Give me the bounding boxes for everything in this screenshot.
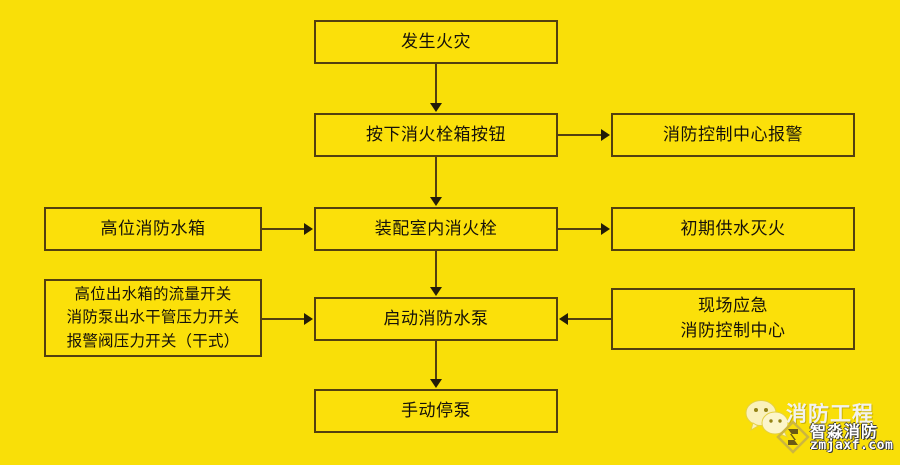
connector-start-pump-to-manual-stop <box>435 341 437 380</box>
node-start-fire-pump[interactable]: 启动消防水泵 <box>314 297 558 341</box>
connector-indoor-hydrant-to-initial-water <box>558 228 604 230</box>
connector-press-button-to-indoor-hydrant <box>435 157 437 198</box>
watermark-url: zmjaxf.com <box>810 438 894 453</box>
node-onsite-emergency-fire-control-center[interactable]: 现场应急 消防控制中心 <box>611 288 855 350</box>
connector-high-tank-to-indoor-hydrant <box>262 228 307 230</box>
node-label: 手动停泵 <box>401 400 471 421</box>
arrowhead-right-icon <box>601 223 610 235</box>
node-label: 发生火灾 <box>401 31 471 52</box>
node-high-level-fire-water-tank[interactable]: 高位消防水箱 <box>44 207 262 251</box>
connector-switches-to-start-pump <box>262 318 307 320</box>
node-press-hydrant-box-button[interactable]: 按下消火栓箱按钮 <box>314 113 558 157</box>
node-label: 初期供水灭火 <box>680 218 786 239</box>
node-label: 高位消防水箱 <box>100 218 206 239</box>
wechat-icon <box>745 400 789 438</box>
node-label: 启动消防水泵 <box>383 308 489 329</box>
arrowhead-right-icon <box>304 313 313 325</box>
node-fire-control-center-alarm[interactable]: 消防控制中心报警 <box>611 113 855 157</box>
node-manual-stop-pump[interactable]: 手动停泵 <box>314 389 558 433</box>
node-install-indoor-hydrant[interactable]: 装配室内消火栓 <box>314 207 558 251</box>
node-label: 现场应急 消防控制中心 <box>680 296 786 341</box>
arrowhead-right-icon <box>601 129 610 141</box>
node-label: 装配室内消火栓 <box>374 218 498 239</box>
arrowhead-down-icon <box>430 197 442 206</box>
node-flow-and-pressure-switches[interactable]: 高位出水箱的流量开关 消防泵出水干管压力开关 报警阀压力开关（干式） <box>44 279 262 357</box>
watermark: 消防工程 智淼消防 zmjaxf.com <box>744 392 896 462</box>
arrowhead-down-icon <box>430 287 442 296</box>
connector-fire-to-press-button <box>435 64 437 104</box>
connector-indoor-hydrant-to-start-pump <box>435 251 437 288</box>
node-label: 按下消火栓箱按钮 <box>366 124 506 145</box>
arrowhead-down-icon <box>430 103 442 112</box>
node-label: 高位出水箱的流量开关 消防泵出水干管压力开关 报警阀压力开关（干式） <box>66 285 240 350</box>
arrowhead-left-icon <box>559 313 568 325</box>
connector-onsite-to-start-pump <box>568 318 611 320</box>
watermark-brand: 智淼消防 <box>810 422 879 441</box>
arrowhead-down-icon <box>430 379 442 388</box>
node-initial-water-supply-firefighting[interactable]: 初期供水灭火 <box>611 207 855 251</box>
node-label: 消防控制中心报警 <box>663 124 803 145</box>
connector-press-button-to-fcc-alarm <box>558 134 604 136</box>
node-fire-occurs[interactable]: 发生火灾 <box>314 20 558 64</box>
diamond-logo-icon <box>776 420 810 454</box>
arrowhead-right-icon <box>304 223 313 235</box>
watermark-back-title: 消防工程 <box>786 402 874 426</box>
